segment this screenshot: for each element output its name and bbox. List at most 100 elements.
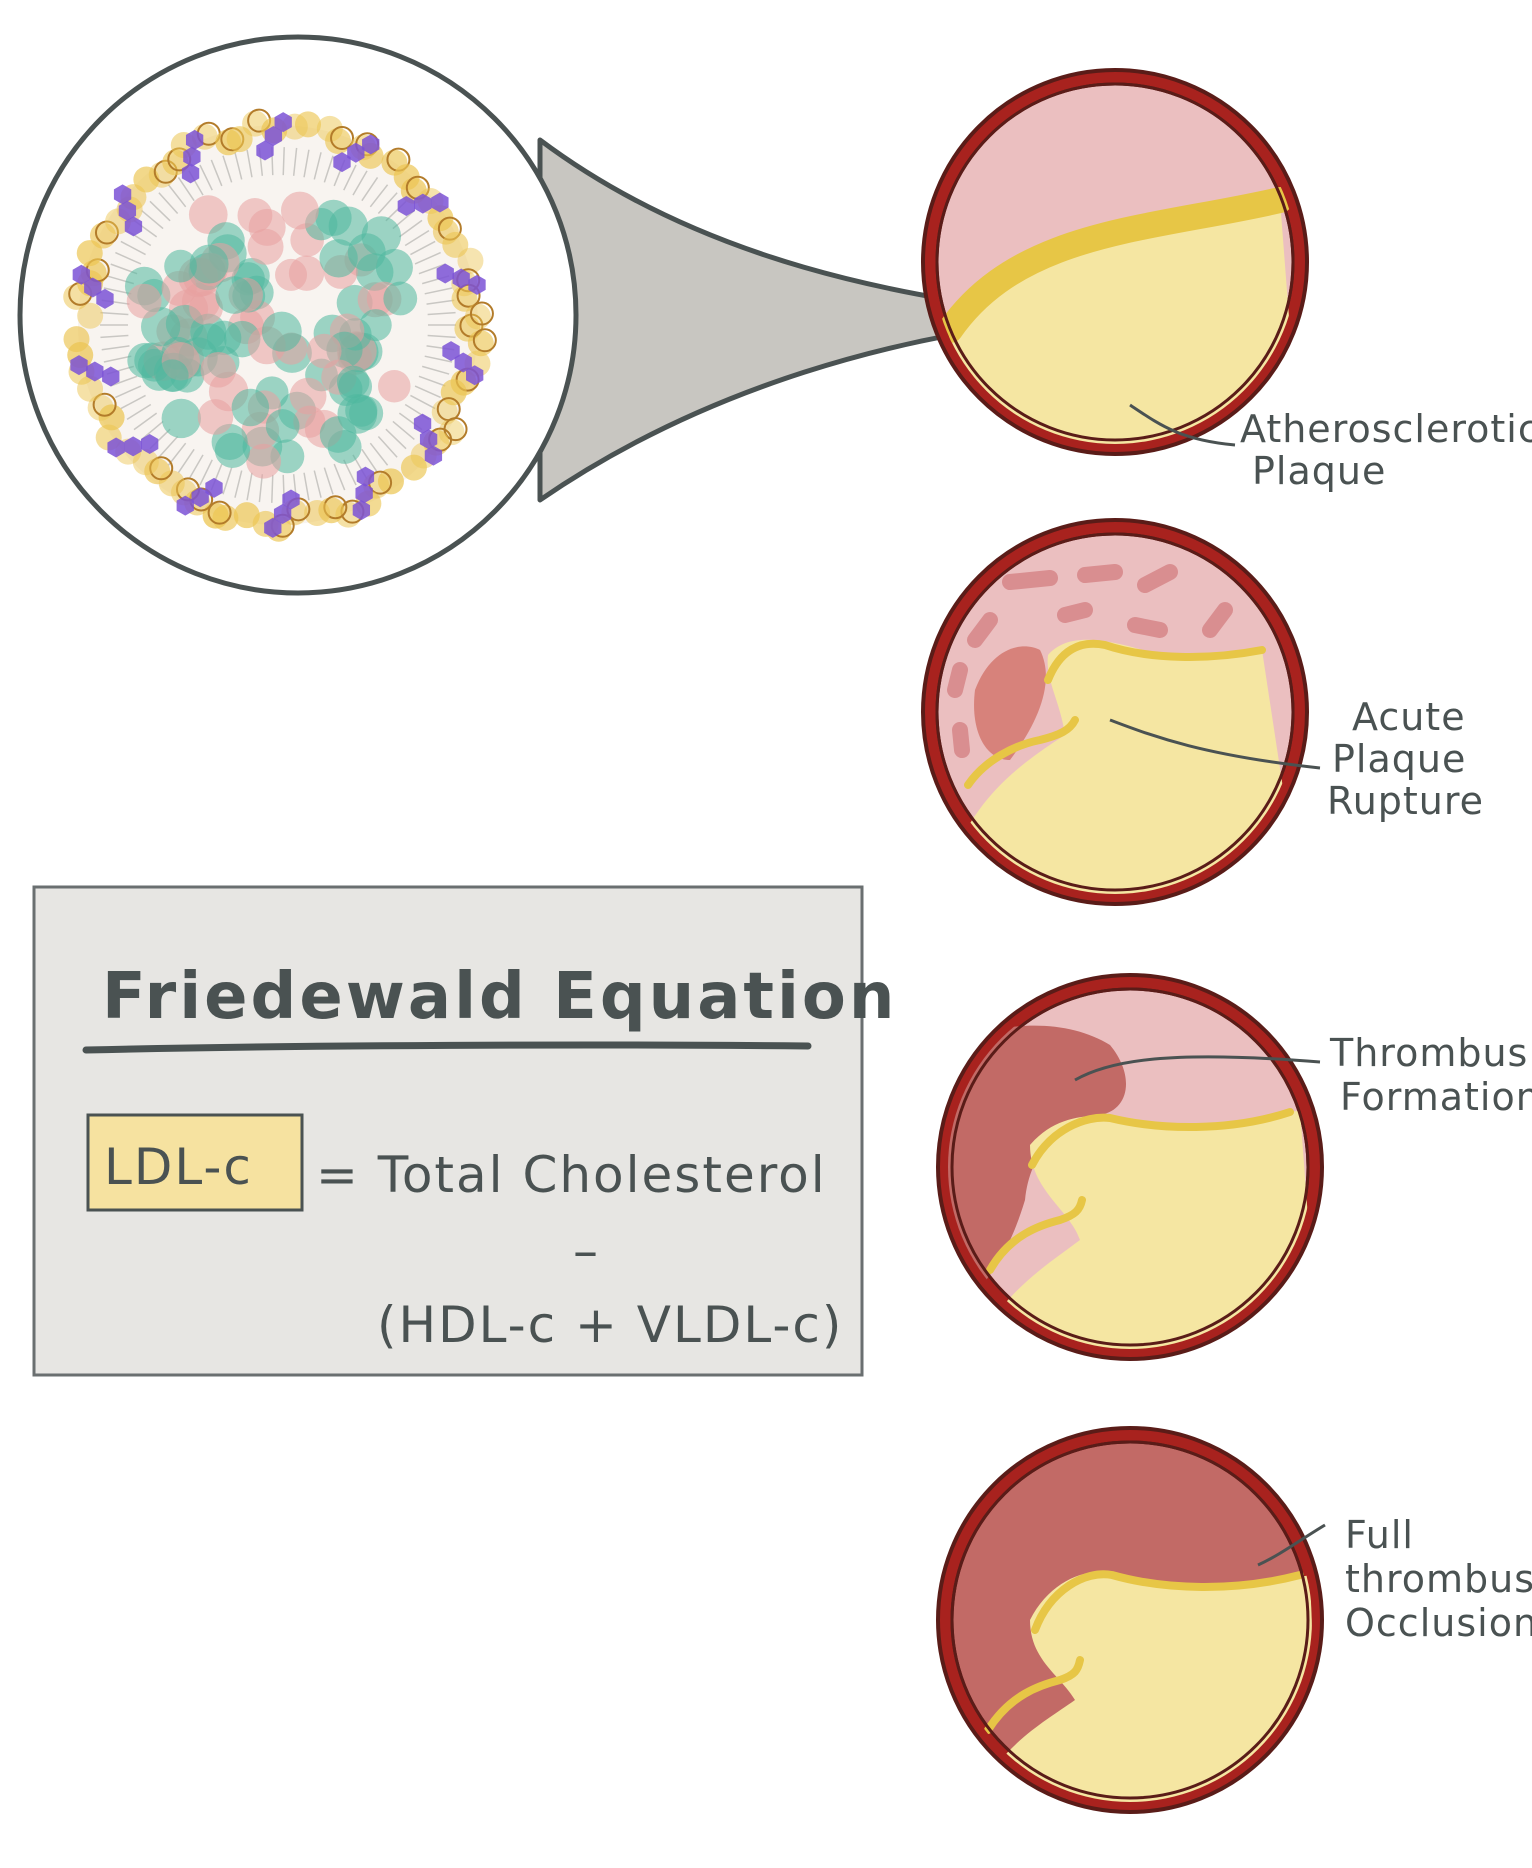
total-cholesterol-term: = Total Cholesterol: [316, 1146, 827, 1204]
vessel-thrombus-formation: [936, 973, 1324, 1361]
phospholipid-head: [442, 231, 469, 258]
free-cholesterol: [92, 392, 117, 417]
phospholipid-head: [233, 502, 260, 529]
phospholipid-head: [457, 247, 484, 274]
cholesterol-ester: [306, 333, 342, 369]
apolipoprotein-b100: [86, 361, 104, 382]
phospholipid-head: [98, 404, 125, 431]
phospholipid-tail: [410, 240, 436, 256]
phospholipid-tail: [392, 420, 415, 440]
free-cholesterol: [149, 456, 174, 481]
phospholipid-tail: [424, 287, 453, 295]
phospholipid-tail: [234, 152, 243, 180]
label-thrombus-formation: Thrombus Formation: [1329, 1031, 1532, 1119]
phospholipid-tail: [410, 394, 436, 410]
phospholipid-tail: [258, 474, 264, 503]
phospholipid-tail: [222, 155, 233, 183]
apolipoprotein-b100: [413, 413, 432, 434]
phospholipid-tail: [414, 251, 441, 265]
phospholipid-tail: [343, 164, 357, 191]
apolipoprotein-b100: [355, 483, 373, 504]
apolipoprotein-b100: [124, 436, 142, 457]
phospholipid-tail: [271, 474, 274, 503]
triglyceride: [155, 359, 189, 393]
phospholipid-tail: [323, 467, 334, 495]
phospholipid-tail: [282, 147, 285, 176]
apolipoprotein-b100: [466, 365, 484, 386]
phospholipid-tail: [352, 170, 368, 196]
phospholipid-tail: [149, 200, 171, 222]
triglyceride: [319, 239, 358, 278]
phospholipid-tail: [120, 394, 146, 410]
phospholipid-tail: [100, 311, 129, 316]
apolipoprotein-b100: [436, 263, 454, 284]
phospholipid-tail: [323, 155, 334, 183]
phospholipid-tail: [115, 385, 142, 399]
apolipoprotein-b100: [414, 193, 432, 214]
triglyceride: [164, 249, 197, 283]
apolipoprotein-b100: [113, 184, 132, 205]
phospholipid-head: [133, 166, 160, 193]
cholesterol-ester: [126, 283, 162, 319]
phospholipid-head: [325, 128, 352, 155]
minus-sign: –: [573, 1222, 600, 1280]
apolipoprotein-b100: [274, 112, 292, 133]
phospholipid-tail: [101, 345, 130, 351]
apolipoprotein-b100: [124, 216, 143, 237]
apolipoprotein-b100: [181, 163, 200, 184]
apolipoprotein-b100: [356, 466, 375, 487]
cholesterol-ester: [200, 351, 237, 388]
phospholipid-tail: [369, 442, 389, 466]
phospholipid-tail: [222, 467, 233, 495]
phospholipid-tail: [377, 435, 398, 458]
apolipoprotein-b100: [183, 146, 201, 167]
apolipoprotein-b100: [352, 500, 371, 521]
phospholipid-head: [400, 454, 427, 481]
phospholipid-tail: [418, 263, 446, 275]
apolipoprotein-b100: [191, 487, 209, 508]
phospholipid-tail: [421, 365, 450, 375]
friedewald-equation-box: Friedewald Equation LDL-c = Total Choles…: [32, 885, 894, 1377]
triglyceride: [336, 365, 370, 399]
vessel-acute-plaque-rupture: [921, 518, 1321, 906]
apolipoprotein-b100: [107, 437, 125, 458]
phospholipid-tail: [424, 355, 453, 363]
phospholipid-tail: [158, 192, 179, 215]
phospholipid-tail: [167, 442, 187, 466]
phospholipid-tail: [427, 334, 456, 339]
cholesterol-ester: [288, 255, 325, 291]
triglyceride: [192, 323, 227, 358]
phospholipid-tail: [167, 184, 187, 208]
phospholipid-tail: [234, 470, 243, 498]
phospholipid-tail: [103, 355, 132, 363]
phospholipid-tail: [188, 454, 204, 480]
phospholipid-head: [132, 449, 159, 476]
cholesterol-ester: [246, 443, 282, 479]
free-cholesterol: [330, 126, 355, 151]
apolipoprotein-b100: [96, 288, 114, 309]
phospholipid-tail: [361, 177, 379, 202]
phospholipid-tail: [343, 459, 357, 486]
phospholipid-tail: [303, 472, 310, 501]
phospholipid-tail: [246, 149, 253, 178]
hdl-vldl-term: (HDL-c + VLDL-c): [377, 1296, 843, 1354]
triglyceride: [383, 281, 418, 316]
phospholipid-tail: [369, 184, 389, 208]
triglyceride: [189, 244, 229, 284]
phospholipid-tail: [141, 420, 164, 440]
phospholipid-tail: [313, 470, 322, 498]
phospholipid-tail: [414, 385, 441, 399]
apolipoprotein-b100: [442, 341, 460, 362]
phospholipid-tail: [398, 219, 423, 238]
title-underline: [82, 1041, 812, 1054]
phospholipid-tail: [246, 472, 253, 501]
triglyceride: [231, 388, 270, 427]
phospholipid-tail: [385, 428, 407, 450]
apolipoprotein-b100: [72, 264, 90, 285]
phospholipid-head: [295, 111, 322, 138]
phospholipid-tail: [303, 149, 310, 178]
label-full-thrombus-occlusion: Full thrombus Occlusion: [1345, 1513, 1532, 1645]
apolipoprotein-b100: [264, 126, 283, 147]
apolipoprotein-b100: [185, 129, 204, 150]
apolipoprotein-b100: [333, 152, 351, 173]
